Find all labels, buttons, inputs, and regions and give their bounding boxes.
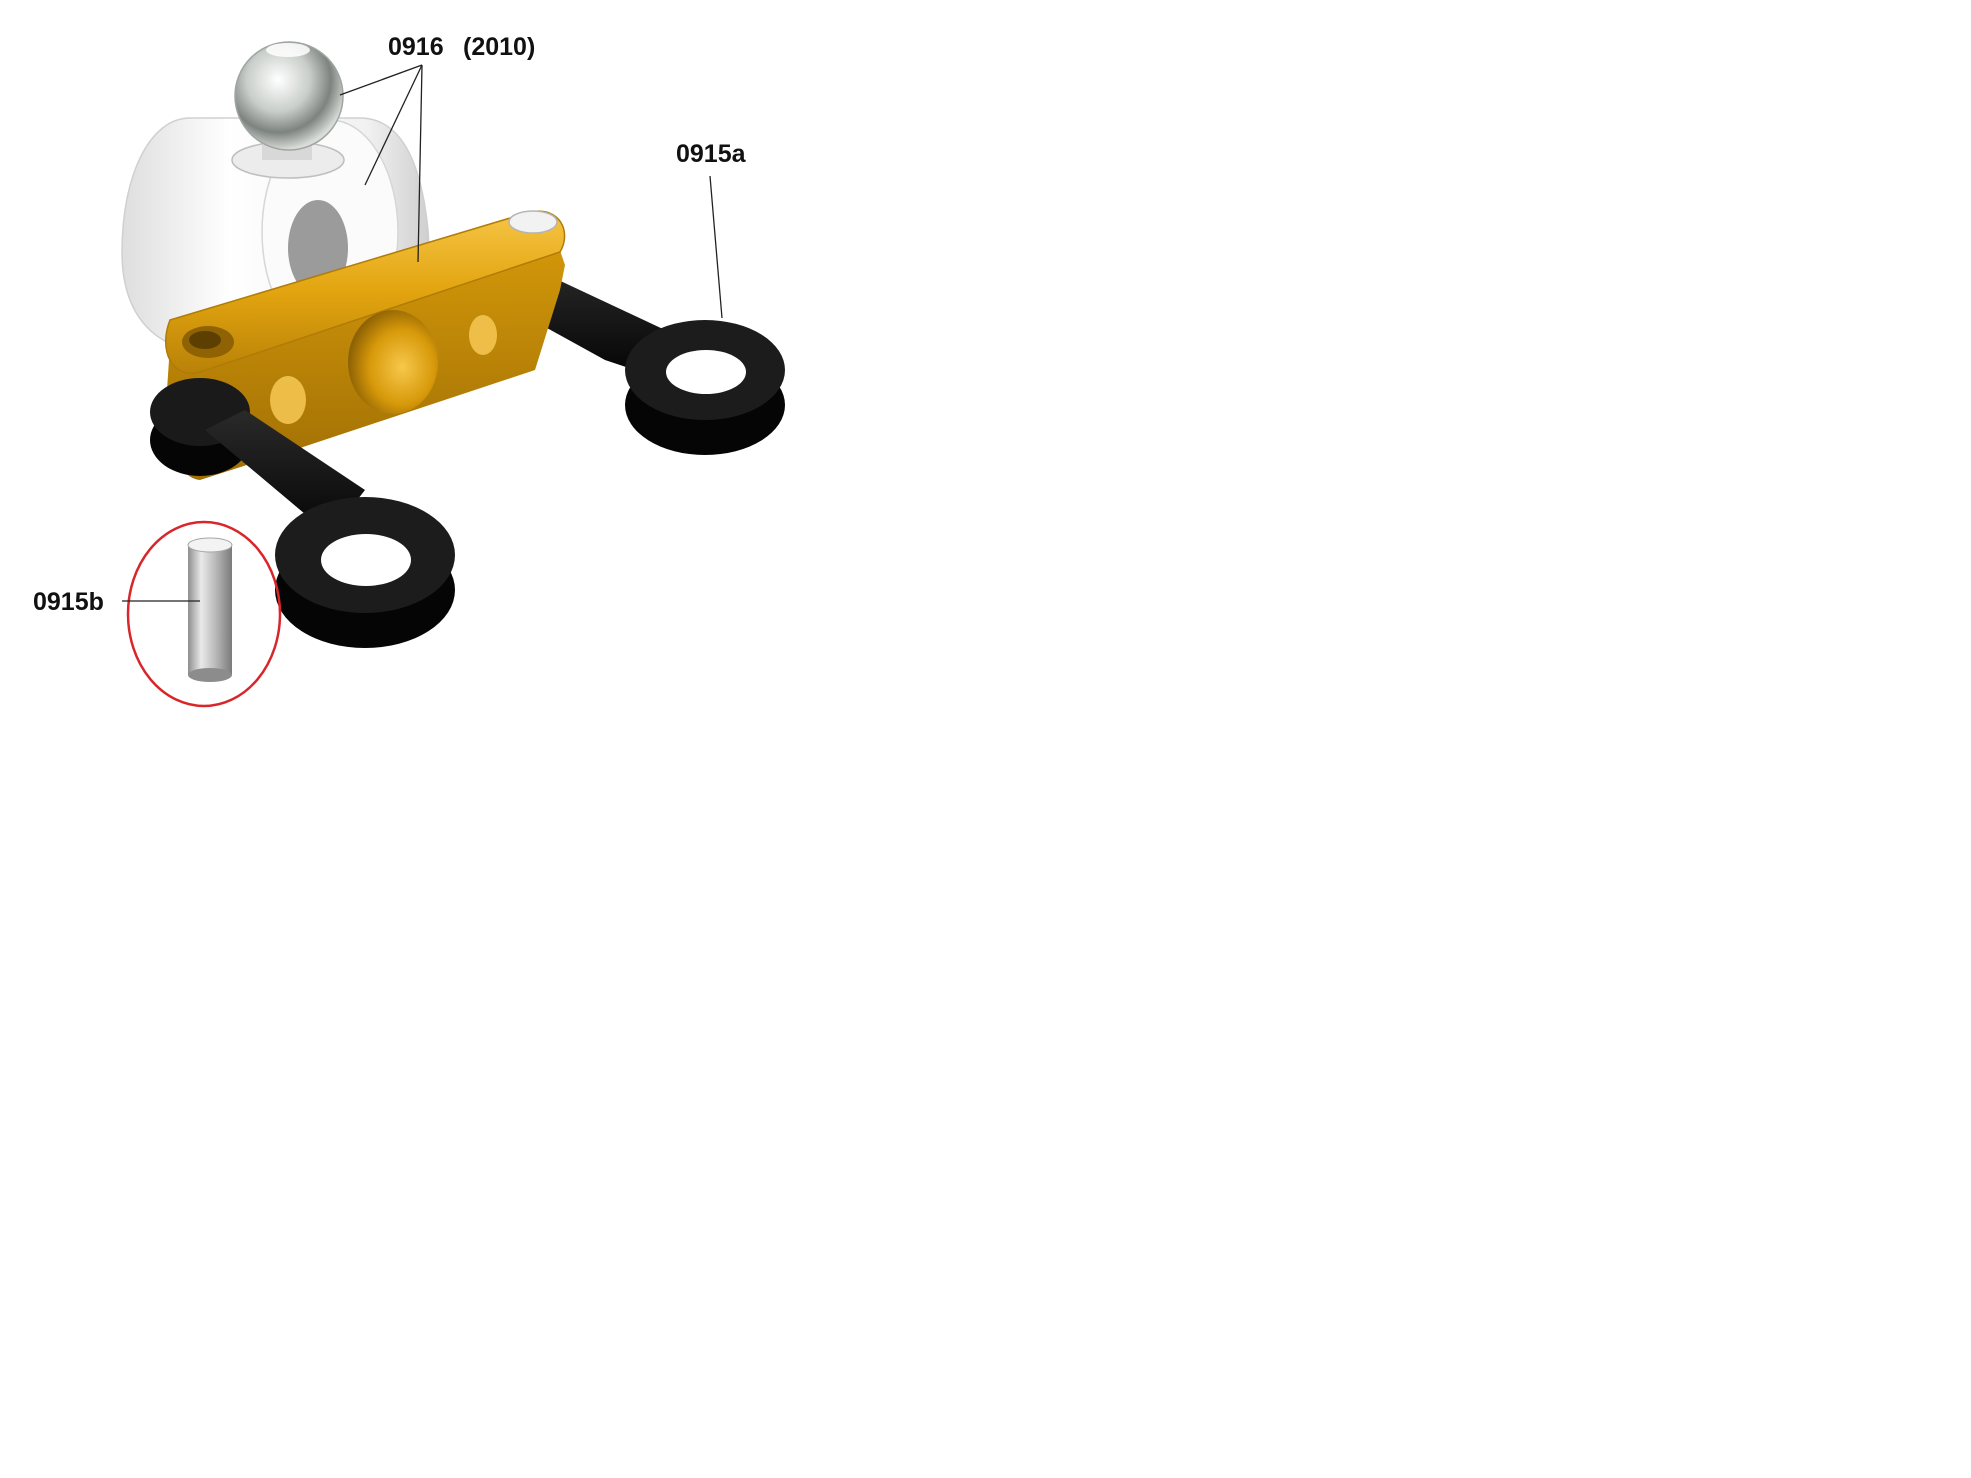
label-0915b: 0915b — [33, 588, 104, 616]
leader-0916-arm — [417, 64, 423, 263]
label-0916: 0916 — [388, 33, 444, 61]
leader-lines — [122, 64, 723, 602]
highlight-circle — [126, 520, 282, 708]
label-0915a: 0915a — [676, 140, 747, 168]
leader-0915a — [709, 175, 723, 319]
glass-ball-icon — [231, 41, 345, 179]
gold-servo-arm — [165, 210, 566, 480]
black-link-left — [150, 378, 455, 648]
label-0916-year: (2010) — [463, 33, 535, 61]
steel-pin-icon — [187, 537, 233, 682]
leader-0916-ball — [339, 64, 423, 96]
leader-0916-body — [364, 64, 423, 186]
